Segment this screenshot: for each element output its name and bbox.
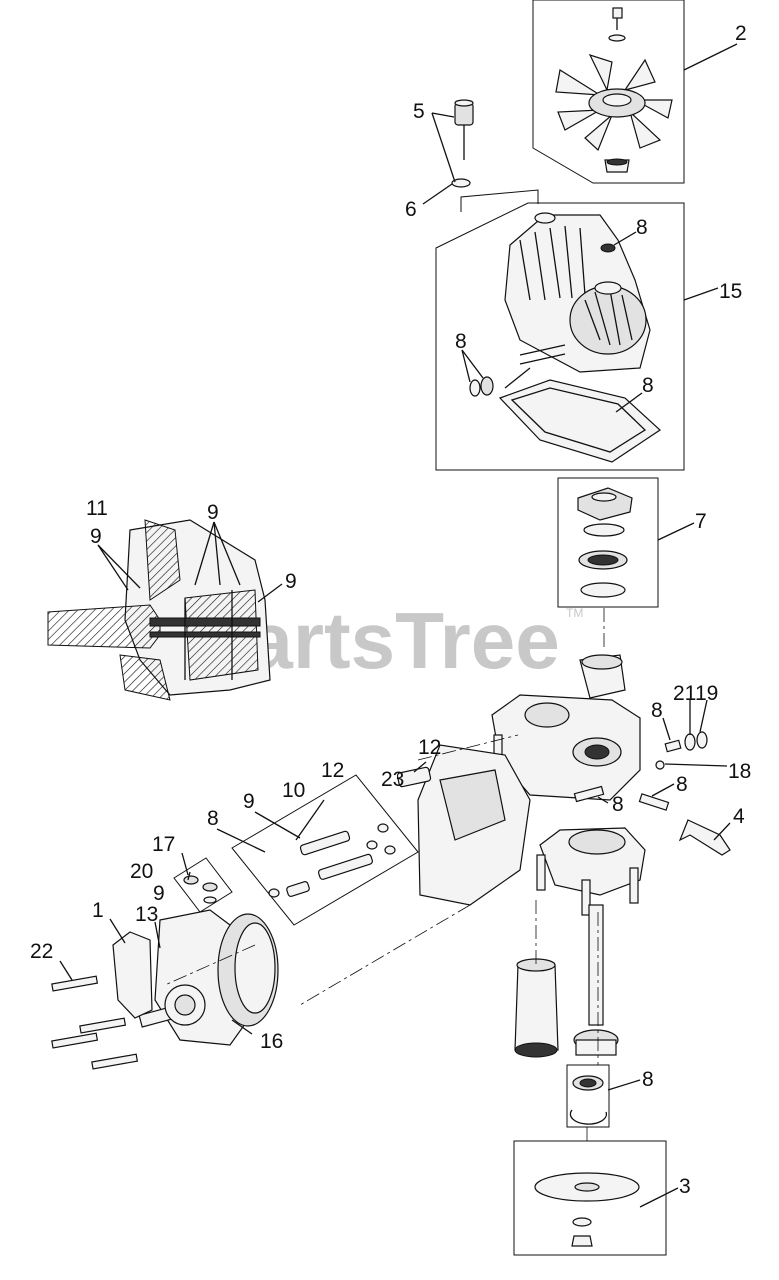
cap-link-line bbox=[460, 189, 539, 212]
lower-bearing-box bbox=[566, 1064, 610, 1128]
callout-9: 9 bbox=[207, 501, 219, 524]
center-section-assembly bbox=[491, 654, 646, 916]
bypass-fittings bbox=[573, 731, 731, 856]
pump-housing bbox=[396, 744, 531, 906]
piston-set bbox=[268, 823, 396, 898]
callout-2: 2 bbox=[735, 22, 747, 45]
callout-12: 12 bbox=[418, 736, 441, 759]
callout-18: 18 bbox=[728, 760, 751, 783]
callout-1: 1 bbox=[92, 899, 104, 922]
callout-9: 9 bbox=[285, 570, 297, 593]
callout-19: 19 bbox=[695, 682, 718, 705]
callout-6: 6 bbox=[405, 198, 417, 221]
fill-cap-assembly bbox=[451, 99, 474, 188]
callout-8: 8 bbox=[642, 374, 654, 397]
callout-13: 13 bbox=[135, 903, 158, 926]
piston-group-box bbox=[231, 774, 419, 926]
callout-8: 8 bbox=[676, 773, 688, 796]
callout-7: 7 bbox=[695, 510, 707, 533]
callout-21: 21 bbox=[673, 682, 696, 705]
callout-5: 5 bbox=[413, 100, 425, 123]
pulley-group-box bbox=[513, 1140, 667, 1256]
callout-labels: 2 5 6 8 15 8 8 7 11 9 9 9 8 21 19 12 12 … bbox=[30, 22, 751, 1198]
callout-8: 8 bbox=[207, 807, 219, 830]
callout-22: 22 bbox=[30, 940, 53, 963]
callout-9: 9 bbox=[90, 525, 102, 548]
callout-11: 11 bbox=[86, 497, 108, 520]
callout-8: 8 bbox=[612, 793, 624, 816]
fan-group-box bbox=[532, 0, 685, 184]
check-valve-box bbox=[173, 857, 233, 913]
assembly-center-lines bbox=[164, 608, 605, 1141]
callout-20: 20 bbox=[130, 860, 153, 883]
pump-assembly bbox=[51, 875, 279, 1070]
fan-assembly bbox=[555, 7, 673, 173]
leader-lines bbox=[59, 43, 738, 1208]
callout-8: 8 bbox=[455, 330, 467, 353]
housing-assembly bbox=[469, 212, 661, 463]
callout-17: 17 bbox=[152, 833, 175, 856]
watermark-trademark: TM bbox=[566, 606, 583, 620]
bearing-group-box bbox=[557, 477, 659, 608]
output-shaft-assembly bbox=[514, 904, 640, 1247]
housing-group-box bbox=[435, 202, 685, 471]
callout-8: 8 bbox=[651, 699, 663, 722]
callout-9: 9 bbox=[153, 882, 165, 905]
callout-4: 4 bbox=[733, 805, 745, 828]
callout-10: 10 bbox=[282, 779, 305, 802]
bearing-stack bbox=[577, 487, 633, 598]
cutaway-section bbox=[47, 519, 271, 701]
callout-12: 12 bbox=[321, 759, 344, 782]
callout-15: 15 bbox=[719, 280, 742, 303]
callout-16: 16 bbox=[260, 1030, 283, 1053]
callout-23: 23 bbox=[381, 768, 404, 791]
callout-8: 8 bbox=[642, 1068, 654, 1091]
callout-3: 3 bbox=[679, 1175, 691, 1198]
callout-8: 8 bbox=[636, 216, 648, 239]
callout-9: 9 bbox=[243, 790, 255, 813]
